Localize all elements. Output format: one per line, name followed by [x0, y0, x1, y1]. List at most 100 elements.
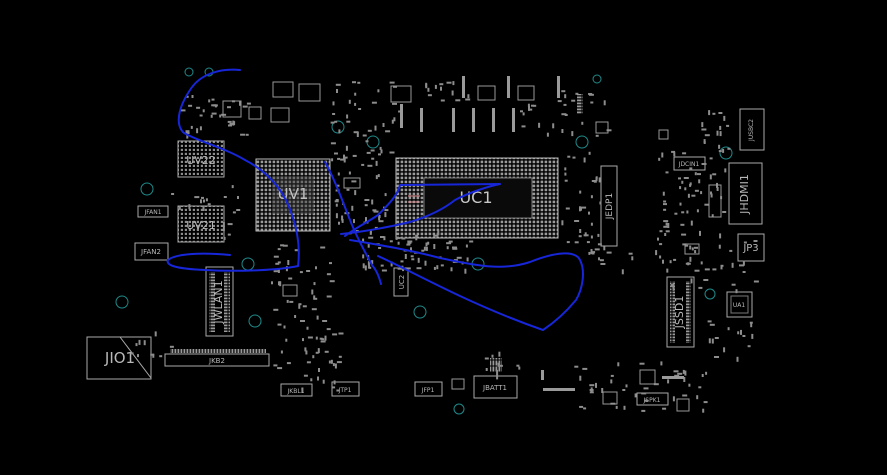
smd-part: [237, 196, 239, 199]
smd-part: [313, 297, 318, 300]
jusbc2-connector[interactable]: JUSBC2: [739, 108, 765, 151]
smd-part: [202, 109, 205, 113]
jssd1-connector[interactable]: JSSD1: [666, 276, 695, 348]
smd-part: [634, 393, 637, 398]
smd-part: [301, 387, 304, 393]
smd-part: [332, 386, 336, 389]
smd-part: [329, 262, 332, 265]
smd-part: [227, 223, 233, 226]
jfan2-connector[interactable]: JFAN2: [134, 242, 169, 261]
smd-part: [374, 226, 378, 229]
smd-part: [306, 270, 311, 272]
uc2-chip[interactable]: UC2: [393, 267, 409, 297]
smd-part: [316, 315, 319, 320]
smd-part: [606, 251, 612, 254]
smd-part: [581, 206, 587, 209]
smd-part: [701, 163, 707, 165]
smd-part: [719, 233, 722, 239]
smd-part: [331, 158, 334, 162]
smd-part: [673, 370, 679, 373]
smd-part: [704, 268, 710, 271]
smd-part: [557, 100, 562, 103]
smd-part: [317, 348, 320, 354]
smd-part: [364, 204, 368, 207]
smd-part: [662, 191, 665, 196]
smd-part: [315, 266, 317, 270]
ua1-chip[interactable]: UA1: [726, 291, 753, 318]
smd-part: [391, 119, 394, 124]
smd-part: [320, 340, 326, 343]
smd-part: [582, 367, 588, 370]
smd-part: [594, 248, 600, 251]
smd-part: [456, 256, 462, 259]
jfan1-connector[interactable]: JFAN1: [137, 205, 169, 218]
jedp1-connector[interactable]: JEDP1: [600, 165, 618, 247]
smd-part: [279, 281, 282, 287]
jfp1-connector[interactable]: JFP1: [414, 381, 443, 397]
jio1-connector[interactable]: JIO1: [86, 336, 152, 380]
smd-part: [663, 220, 669, 223]
jhdmi1-connector[interactable]: JHDMI1: [728, 162, 763, 225]
smd-part: [277, 261, 281, 264]
jwlan1-connector[interactable]: JWLAN1: [205, 266, 234, 337]
smd-part: [663, 200, 667, 203]
smd-part: [710, 191, 712, 195]
smd-part: [326, 328, 331, 331]
smd-part: [751, 333, 754, 339]
smd-part: [657, 237, 659, 241]
smd-part: [498, 351, 501, 357]
smd-part: [232, 211, 236, 214]
jp3-connector[interactable]: JP3: [737, 233, 765, 262]
smd-part: [686, 210, 689, 214]
smd-part: [446, 81, 452, 84]
jkb2-connector[interactable]: JKB2: [164, 349, 270, 367]
uv21-memory-chip[interactable]: UV21: [177, 205, 225, 243]
jkbl1-connector[interactable]: JKBL1: [280, 383, 313, 397]
smd-part: [720, 264, 724, 267]
smd-part: [720, 266, 723, 270]
uv22-memory-chip[interactable]: UV22: [177, 140, 225, 178]
ua1-label: UA1: [733, 302, 745, 309]
smd-part: [561, 220, 564, 226]
smd-part: [196, 106, 201, 109]
smd-part: [425, 246, 428, 251]
jtp1-connector[interactable]: JTP1: [331, 381, 360, 397]
smd-part: [212, 104, 218, 107]
smd-part: [491, 354, 494, 358]
smd-part: [575, 92, 579, 95]
smd-part: [561, 113, 567, 116]
smd-part: [318, 368, 320, 372]
smd-part: [351, 180, 357, 183]
smd-part: [566, 241, 570, 244]
smd-part: [330, 359, 333, 364]
smd-part: [708, 110, 711, 116]
jspk1-connector[interactable]: JSPK1: [636, 392, 669, 406]
smd-part: [222, 226, 225, 232]
smd-part: [326, 295, 332, 298]
uc1-cpu-chip[interactable]: UC1: [395, 157, 559, 239]
smd-part: [673, 258, 677, 261]
smd-part: [719, 131, 722, 137]
smd-part: [753, 280, 759, 283]
smd-part: [590, 235, 593, 239]
smd-part: [395, 237, 401, 240]
smd-part: [389, 81, 395, 84]
smd-part: [211, 98, 215, 101]
smd-part: [389, 151, 395, 154]
smd-part: [348, 171, 351, 175]
jbatt1-connector[interactable]: JBATT1: [473, 358, 518, 399]
smd-part: [271, 281, 273, 285]
smd-part: [714, 356, 719, 358]
smd-part: [437, 230, 440, 236]
smd-part: [406, 243, 411, 246]
smd-part: [663, 208, 667, 211]
smd-part: [579, 229, 582, 233]
smd-part: [333, 380, 336, 385]
smd-part: [219, 114, 222, 118]
smd-part: [681, 211, 685, 214]
smd-part: [324, 350, 329, 353]
smd-part: [691, 247, 694, 251]
smd-part: [747, 345, 751, 348]
smd-part: [277, 367, 283, 370]
smd-part: [672, 396, 675, 402]
